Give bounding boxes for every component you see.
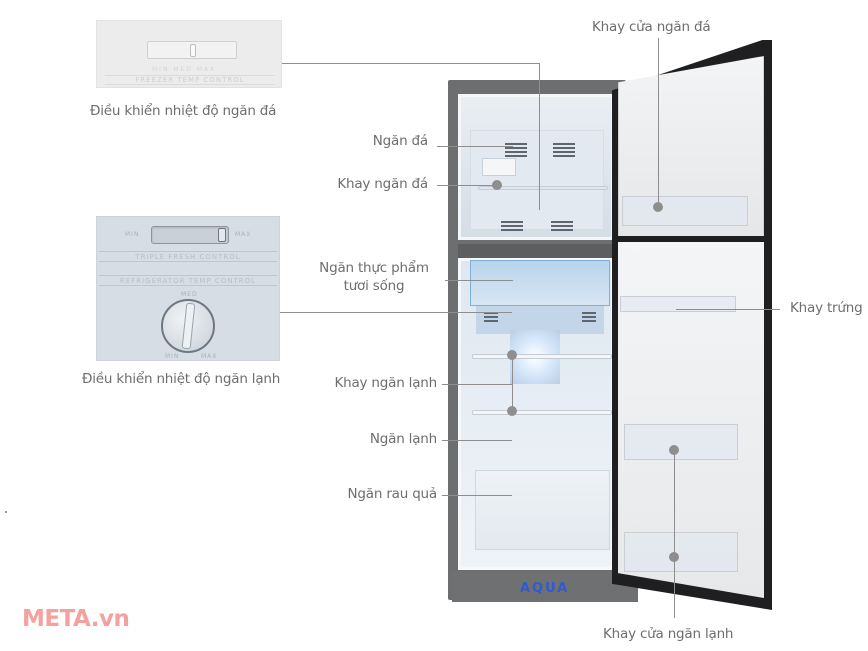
dial-min-text: MIN <box>165 353 180 360</box>
marker-dot <box>669 552 679 562</box>
vent-icon <box>505 143 527 159</box>
label-freezer: Ngăn đá <box>372 133 428 149</box>
fridge-control-inset: MIN MAX TRIPLE FRESH CONTROL REFRIGERATO… <box>96 216 280 361</box>
marker-dot <box>492 180 502 190</box>
fresh-back-panel <box>476 306 604 334</box>
dial-med-text: MED <box>181 291 198 298</box>
fresh-food-drawer <box>470 260 610 306</box>
marker-dot <box>653 202 663 212</box>
label-freezer-door-tray: Khay cửa ngăn đá <box>592 19 711 35</box>
freezer-back-wall <box>470 130 604 231</box>
freezer-panel-text: FREEZER TEMP CONTROL <box>105 75 275 85</box>
fridge-base <box>452 572 638 602</box>
slider-max-text: MAX <box>235 231 252 238</box>
leader-line <box>442 495 512 496</box>
vent-icon <box>501 221 523 231</box>
vent-icon <box>553 143 575 159</box>
leader-line <box>658 38 659 206</box>
leader-line <box>282 63 540 64</box>
leader-line <box>442 440 512 441</box>
fridge-shelf-upper <box>472 354 612 359</box>
triple-fresh-band: TRIPLE FRESH CONTROL <box>99 251 277 262</box>
divider-strip <box>458 244 618 258</box>
vent-icon <box>484 312 498 324</box>
label-fridge: Ngăn lạnh <box>369 431 437 447</box>
speck <box>5 511 7 513</box>
leader-line <box>442 384 512 385</box>
egg-tray <box>620 296 736 312</box>
temp-dial <box>161 299 215 353</box>
freezer-temp-slider <box>147 41 237 59</box>
slider-knob <box>218 228 226 242</box>
slider-knob <box>190 44 196 57</box>
fridge-door-tray-lower <box>624 532 738 572</box>
freezer-door-tray <box>622 196 748 226</box>
leader-line <box>280 312 512 313</box>
vent-icon <box>551 221 573 231</box>
caption-fridge-control: Điều khiển nhiệt độ ngăn lạnh <box>82 371 281 387</box>
marker-dot <box>669 445 679 455</box>
freezer-scale-text: MIN MED MAX <box>152 66 217 73</box>
caption-freezer-control: Điều khiển nhiệt độ ngăn đá <box>90 103 277 119</box>
label-fresh-food-line2: tươi sống <box>343 278 405 294</box>
label-crisper: Ngăn rau quả <box>347 486 438 502</box>
label-freezer-tray: Khay ngăn đá <box>337 176 428 192</box>
crisper-drawer <box>475 470 610 550</box>
leader-line <box>674 450 675 618</box>
leader-line <box>445 280 513 281</box>
freezer-control-inset: MIN MED MAX FREEZER TEMP CONTROL <box>96 20 282 88</box>
vent-icon <box>582 312 596 324</box>
freezer-shelf <box>478 186 608 190</box>
leader-line <box>676 309 780 310</box>
marker-dot <box>507 350 517 360</box>
leader-line <box>437 185 497 186</box>
fridge-shelf-lower <box>472 410 612 415</box>
brand-logo: AQUA <box>520 581 570 596</box>
label-egg-tray: Khay trứng <box>790 300 863 316</box>
marker-dot <box>507 406 517 416</box>
dial-max-text: MAX <box>201 353 218 360</box>
fridge-door-tray-upper <box>624 424 738 460</box>
leader-line <box>437 146 513 147</box>
refrigerator-temp-band: REFRIGERATOR TEMP CONTROL <box>99 275 277 286</box>
triple-fresh-slider <box>151 226 229 244</box>
label-fridge-shelf: Khay ngăn lạnh <box>334 375 437 391</box>
leader-line <box>512 356 513 412</box>
label-fridge-door-tray: Khay cửa ngăn lạnh <box>603 626 734 642</box>
leader-line <box>539 63 540 210</box>
slider-min-text: MIN <box>125 231 140 238</box>
watermark-logo: META.vn <box>22 606 130 632</box>
ice-tray <box>482 158 516 176</box>
label-fresh-food-line1: Ngăn thực phẩm <box>319 260 429 276</box>
